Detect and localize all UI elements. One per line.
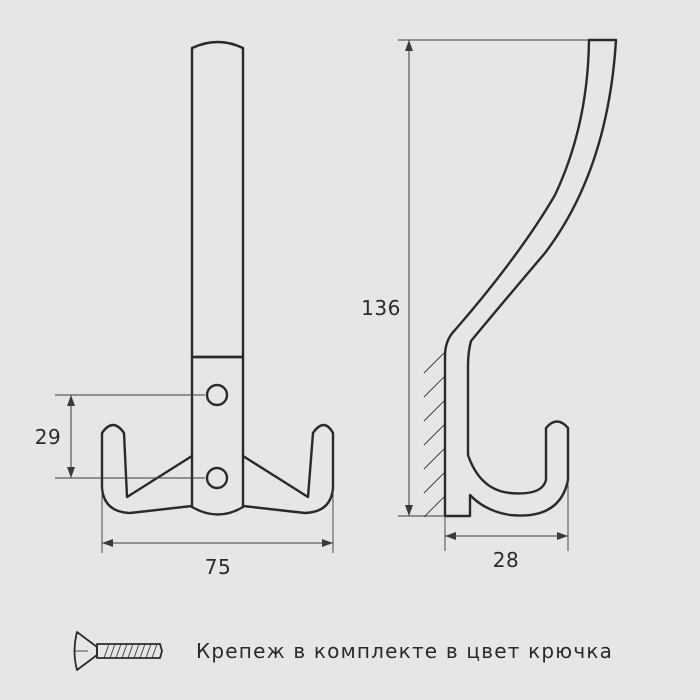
- front-view: 29 75: [35, 40, 335, 579]
- side-hook-body: [443, 38, 618, 518]
- left-hook-arm: [100, 423, 194, 515]
- dim-height: 136: [361, 296, 401, 320]
- side-view: 136 28: [361, 38, 618, 572]
- dim-hook-spread: 75: [205, 555, 231, 579]
- front-plate: [190, 355, 245, 516]
- front-tube: [190, 40, 245, 359]
- fastener-caption: Крепеж в комплекте в цвет крючка: [196, 639, 613, 663]
- mount-hole-top: [205, 383, 229, 407]
- right-hook-arm: [241, 423, 335, 515]
- mount-hole-bottom: [205, 466, 229, 490]
- screw-icon: [73, 631, 163, 671]
- dim-depth: 28: [493, 548, 519, 572]
- dim-hole-spacing: 29: [35, 425, 61, 449]
- wall-hatch-icon: [423, 350, 446, 518]
